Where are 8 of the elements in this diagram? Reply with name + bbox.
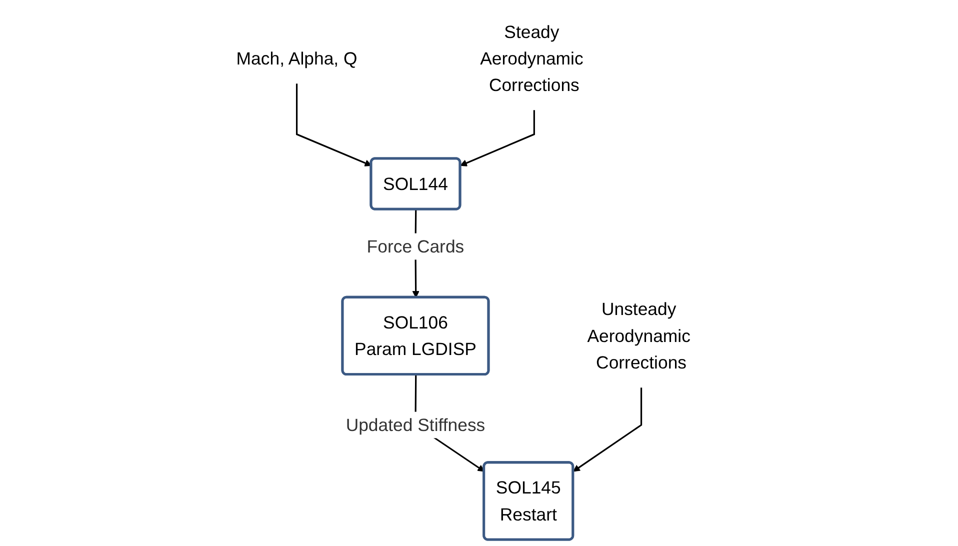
edge-label: Force Cards (366, 236, 464, 257)
arrow (572, 388, 642, 472)
edge-label: Updated Stiffness (346, 414, 486, 436)
arrow (296, 84, 372, 166)
node-text: Steady Aerodynamic Corrections (480, 22, 584, 95)
arrow (460, 110, 535, 166)
node-text: Mach, Alpha, Q (236, 48, 358, 68)
node-text: Unsteady Aerodynamic Corrections (587, 299, 690, 372)
